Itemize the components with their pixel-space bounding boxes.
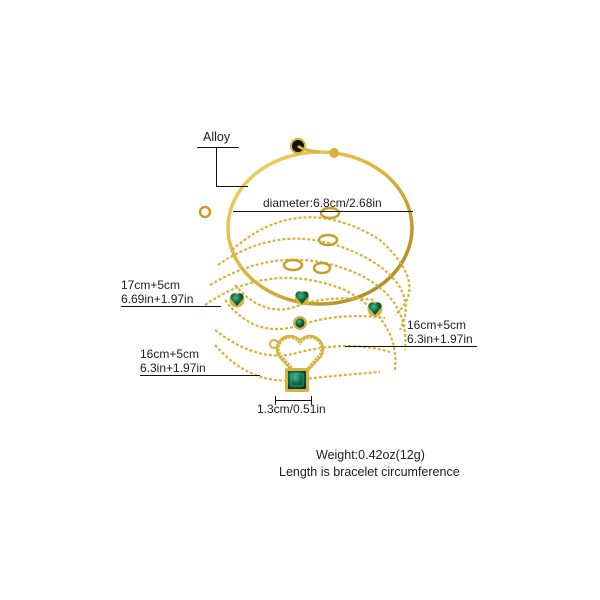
square-emerald <box>285 368 309 392</box>
emerald-heart-stone <box>295 291 309 305</box>
leader-line <box>121 306 221 307</box>
clasp <box>312 261 332 275</box>
weight-note: Weight:0.42oz(12g) <box>316 448 425 462</box>
leader-line <box>216 147 217 187</box>
leader-line <box>216 186 248 187</box>
size-label-16cm-right-in: 6.3in+1.97in <box>407 332 473 346</box>
chain-5 <box>214 329 391 357</box>
leader-line <box>345 346 477 347</box>
emerald-heart-stone <box>229 292 245 308</box>
size-label-16cm-right: 16cm+5cm <box>407 318 467 332</box>
chain-3 <box>209 258 407 351</box>
size-label-17cm-in: 6.69in+1.97in <box>121 292 194 306</box>
size-label-17cm: 17cm+5cm <box>121 278 181 292</box>
length-note: Length is bracelet circumference <box>279 465 460 479</box>
square-width-label: 1.3cm/0.51in <box>257 402 326 416</box>
dimension-line <box>275 400 312 401</box>
emerald-heart-stone <box>367 301 383 317</box>
chain-1 <box>231 216 411 316</box>
size-label-16cm-left: 16cm+5cm <box>140 347 200 361</box>
chain-2 <box>217 237 407 331</box>
diameter-line <box>233 211 413 212</box>
clasp <box>319 206 341 220</box>
leader-line <box>140 375 260 376</box>
size-label-16cm-left-in: 6.3in+1.97in <box>140 361 206 375</box>
clasp <box>282 258 304 272</box>
chain-4 <box>204 276 397 371</box>
clasp <box>317 233 339 247</box>
emerald-round-stone <box>293 316 307 330</box>
clasp-ring <box>198 205 212 219</box>
diameter-label: diameter:6.8cm/2.68in <box>263 196 382 210</box>
bangle-end-ball <box>329 148 339 158</box>
leader-line <box>197 147 239 148</box>
material-label: Alloy <box>203 130 231 144</box>
